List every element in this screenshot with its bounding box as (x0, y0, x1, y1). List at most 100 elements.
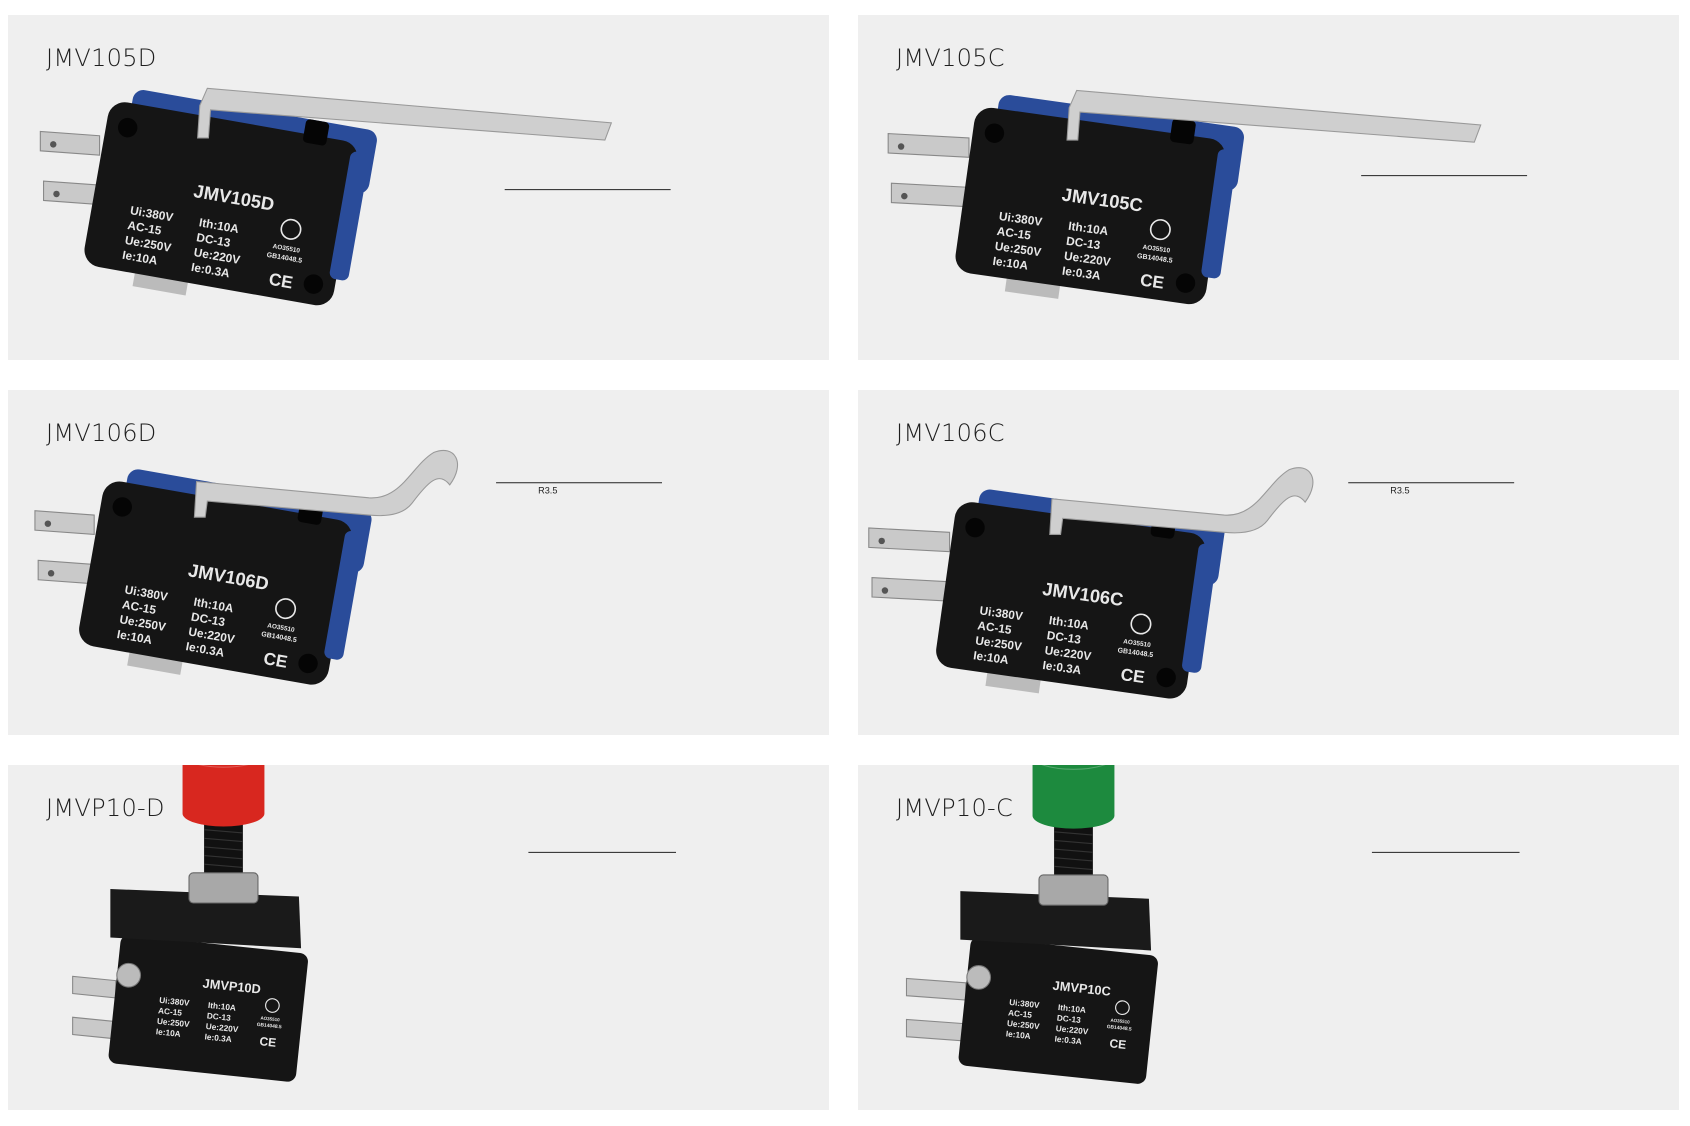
product-title: JMV106D (46, 419, 157, 447)
screw (116, 962, 142, 988)
switch-model-text: JMVP10C (1052, 978, 1112, 999)
spec-text: Ue:250V (975, 633, 1023, 653)
ccc-logo-icon (1130, 613, 1152, 635)
spec-text: Ie:0.3A (190, 260, 231, 281)
spec-text: Ith:10A (1048, 613, 1090, 633)
printing-holder: JMV106D Ui:380V AC-15 Ue:250V Ie:10A Ith… (116, 559, 297, 672)
mounting-bracket (110, 888, 302, 949)
ce-mark: CE (1109, 1036, 1127, 1052)
spec-text: Ie:10A (992, 254, 1030, 273)
product-figure: JMV105C Ui:380V AC-15 Ue:250V Ie:10A Ith… (887, 89, 1528, 305)
terminal (72, 1016, 117, 1040)
curved-lever-arm (1049, 467, 1314, 536)
printing-holder: JMV105D Ui:380V AC-15 Ue:250V Ie:10A Ith… (121, 180, 302, 293)
ce-mark: CE (1120, 664, 1146, 687)
switch-body (84, 102, 358, 306)
spec-text: Ie:10A (1005, 1028, 1031, 1041)
switch-photo: JMV106D Ui:380V AC-15 Ue:250V Ie:10A Ith… (34, 450, 459, 685)
switch-body (955, 107, 1226, 305)
spec-text: Ie:0.3A (185, 639, 226, 660)
ce-mark: CE (267, 269, 294, 293)
ce-mark: CE (259, 1034, 277, 1050)
switch-photo: JMV105C Ui:380V AC-15 Ue:250V Ie:10A Ith… (887, 89, 1482, 305)
ccc-logo-icon (265, 998, 280, 1013)
spec-text: AC-15 (977, 618, 1013, 637)
spec-text: Ie:0.3A (1054, 1034, 1082, 1047)
terminal (871, 577, 954, 602)
product-title: JMVP10-C (896, 794, 1014, 822)
spec-text: DC-13 (1065, 234, 1101, 253)
switch-photo: JMV105D Ui:380V AC-15 Ue:250V Ie:10A Ith… (39, 87, 613, 306)
printing-holder: JMVP10D Ui:380V AC-15 Ue:250V Ie:10A Ith… (155, 976, 282, 1050)
switch-printing: JMV106D Ui:380V AC-15 Ue:250V Ie:10A Ith… (116, 559, 297, 672)
product-title: JMV105C (896, 44, 1005, 72)
screw (966, 964, 992, 990)
spec-text: AC-15 (121, 597, 158, 617)
product-figure: JMV106C Ui:380V AC-15 Ue:250V Ie:10A Ith… (868, 467, 1515, 699)
product-title: JMVP10-D (46, 794, 165, 822)
terminal (890, 182, 973, 208)
terminal (34, 510, 95, 536)
spec-text: AC-15 (126, 218, 163, 238)
switch-photo: JMVP10D Ui:380V AC-15 Ue:250V Ie:10A Ith… (72, 765, 308, 1082)
terminal (905, 977, 967, 1001)
spec-text: Ui:380V (979, 603, 1024, 623)
product-figure: JMVP10D Ui:380V AC-15 Ue:250V Ie:10A Ith… (72, 765, 677, 1082)
ccc-logo-icon (275, 598, 297, 620)
switch-printing: JMVP10D Ui:380V AC-15 Ue:250V Ie:10A Ith… (155, 976, 282, 1050)
ce-mark: CE (1139, 270, 1165, 293)
standard-text: GB14048.5 (1106, 1024, 1132, 1033)
switch-body (108, 934, 308, 1082)
terminal (37, 559, 98, 585)
spec-text: Ith:10A (207, 1000, 236, 1013)
technical-drawing: 32.6 ± 0.8 t=0.7 8.1 ϕ 3.1 +0.13 -0.03 P… (496, 482, 662, 496)
dim-radius: R3.5 (538, 485, 557, 495)
spec-text: Ie:0.3A (204, 1031, 232, 1044)
spec-text: Ith:10A (1067, 219, 1109, 239)
spec-text: DC-13 (206, 1010, 231, 1022)
spec-text: Ue:220V (1044, 643, 1092, 663)
spec-text: AC-15 (158, 1005, 183, 1017)
threaded-stem (204, 824, 243, 879)
lever-arm (197, 87, 613, 141)
dim-radius: R3.5 (1390, 485, 1409, 495)
cert-text: AO35510 (1123, 638, 1152, 649)
spec-text: Ue:220V (205, 1021, 239, 1034)
spec-text: Ue:250V (157, 1016, 191, 1029)
standard-text: GB14048.5 (256, 1022, 282, 1031)
terminal (905, 1018, 967, 1042)
spec-text: Ie:10A (972, 648, 1010, 667)
ccc-logo-icon (1149, 219, 1171, 241)
spec-text: Ui:380V (1009, 997, 1041, 1010)
push-button-cap (1032, 765, 1115, 829)
ce-mark: CE (262, 648, 289, 672)
product-title: JMV106C (896, 419, 1005, 447)
spec-text: Ith:10A (198, 215, 240, 236)
cert-text: AO35510 (1142, 244, 1171, 255)
ccc-logo-icon (280, 218, 302, 240)
product-figure: JMV106D Ui:380V AC-15 Ue:250V Ie:10A Ith… (34, 450, 662, 685)
spec-text: DC-13 (195, 230, 232, 250)
product-title: JMV105D (46, 44, 157, 72)
product-card-jmv106c: JMV106C JMV106C Ui:380V AC-15 Ue:250V Ie… (858, 390, 1679, 735)
standard-text: GB14048.5 (1117, 647, 1154, 659)
product-card-jmv105c: JMV105C JMV105C Ui:380V AC-15 Ue:250V Ie… (858, 15, 1679, 360)
terminal (868, 527, 951, 553)
hex-nut (188, 872, 259, 904)
product-card-jmvp10-d: JMVP10-D JMVP10D Ui:380V AC-15 Ue:250V I… (8, 765, 829, 1110)
switch-photo: JMVP10C Ui:380V AC-15 Ue:250V Ie:10A Ith… (905, 765, 1158, 1084)
spec-text: Ith:10A (193, 595, 235, 616)
spec-text: Ui:380V (159, 995, 191, 1008)
spec-text: Ue:250V (1007, 1018, 1041, 1031)
com-terminal (127, 650, 183, 675)
spec-text: AC-15 (996, 224, 1032, 243)
cert-text: AO35510 (1110, 1018, 1130, 1025)
switch-photo: JMV106C Ui:380V AC-15 Ue:250V Ie:10A Ith… (868, 467, 1314, 699)
product-figure: JMVP10C Ui:380V AC-15 Ue:250V Ie:10A Ith… (905, 765, 1520, 1084)
cert-text: AO35510 (272, 243, 301, 255)
spec-text: DC-13 (190, 610, 227, 630)
switch-body (936, 502, 1206, 699)
spec-text: AC-15 (1008, 1007, 1033, 1019)
ccc-logo-icon (1115, 1000, 1130, 1016)
com-terminal (132, 271, 189, 296)
